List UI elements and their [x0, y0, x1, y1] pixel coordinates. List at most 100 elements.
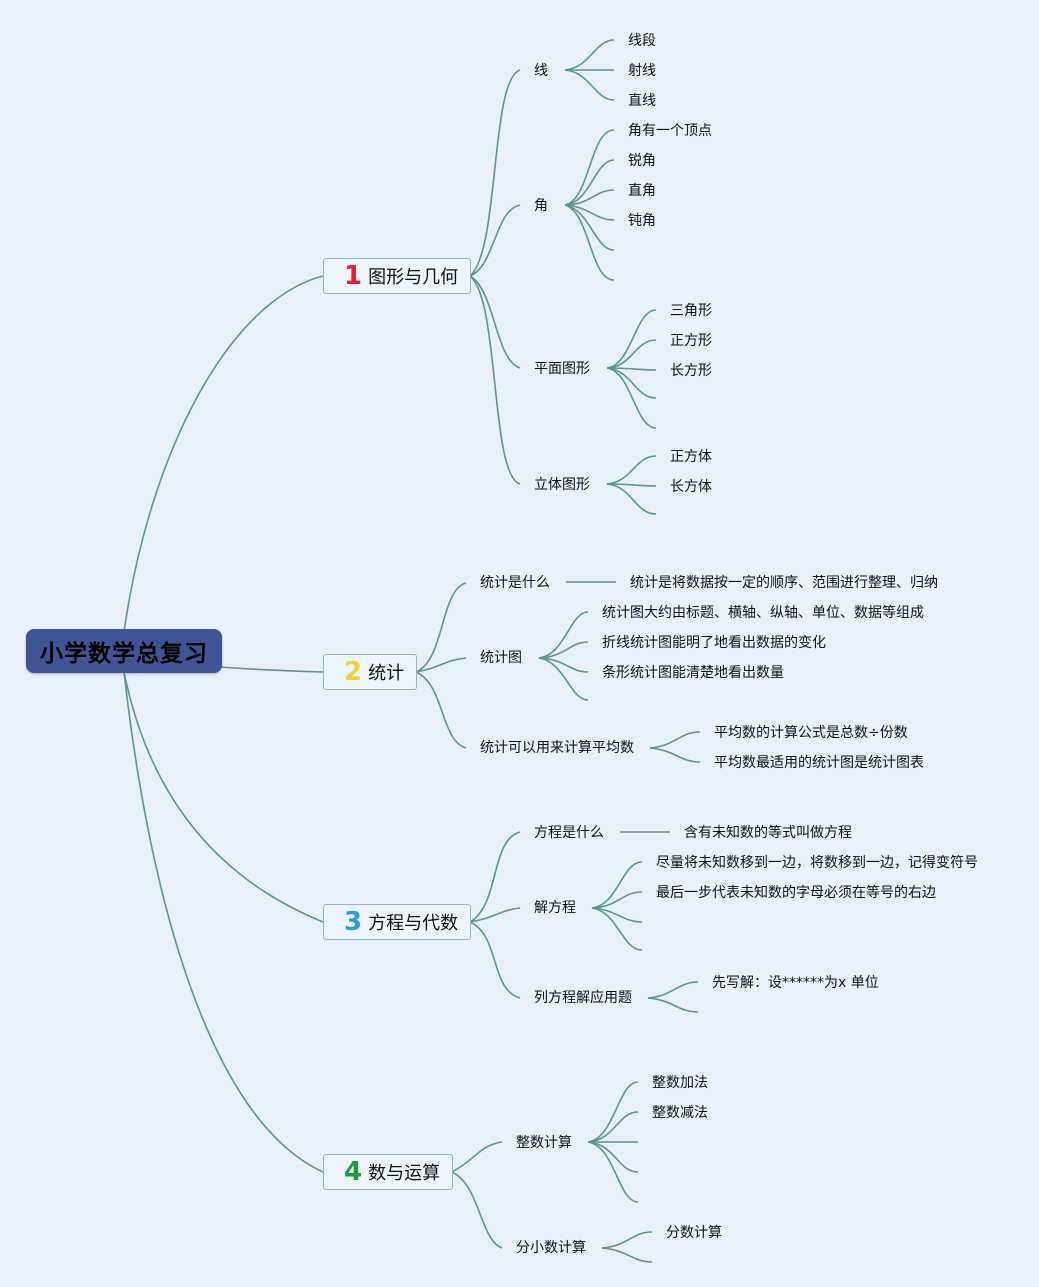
leaf-node[interactable]: 尽量将未知数移到一边，将数移到一边，记得变符号	[656, 855, 978, 871]
sub-node[interactable]: 整数计算	[516, 1135, 572, 1151]
sub-node[interactable]: 统计可以用来计算平均数	[480, 740, 634, 756]
link-b3-s1	[469, 831, 521, 923]
link-lt-1	[606, 455, 657, 485]
leaf-node[interactable]: 先写解：设******为x 单位	[712, 975, 879, 991]
leaf-node[interactable]: 钝角	[628, 213, 656, 229]
link-b4-s2	[451, 1171, 503, 1249]
link-b2-s2	[415, 657, 467, 673]
link-fx-1	[601, 1231, 653, 1249]
link-zs-5	[587, 1141, 639, 1203]
link-lt-2	[606, 483, 657, 487]
sub-node[interactable]: 立体图形	[534, 477, 590, 493]
leaf-node[interactable]: 正方形	[670, 333, 712, 349]
branch-number-badge: 1	[344, 261, 363, 291]
link-pm-5	[606, 367, 657, 429]
link-b2-s1	[415, 582, 467, 673]
link-pm-1	[606, 309, 657, 369]
link-jiao-2	[564, 159, 615, 206]
link-xian-1	[564, 39, 615, 71]
link-root-b3	[123, 671, 324, 923]
branch-node-equations[interactable]: 3 方程与代数	[323, 904, 471, 940]
link-jfc-4	[591, 907, 643, 951]
link-pj-2	[649, 747, 701, 763]
link-jiao-1	[564, 129, 615, 206]
link-pm-4	[606, 367, 657, 399]
leaf-node[interactable]: 长方体	[670, 479, 712, 495]
link-b4-s1	[451, 1141, 503, 1173]
link-root-b4	[123, 671, 324, 1173]
link-lfc-1	[647, 981, 699, 999]
sub-node[interactable]: 角	[534, 198, 548, 214]
link-tjt-1	[538, 611, 589, 659]
leaf-node[interactable]: 平均数的计算公式是总数÷份数	[714, 725, 908, 741]
sub-node[interactable]: 方程是什么	[534, 825, 604, 841]
leaf-node[interactable]: 长方形	[670, 363, 712, 379]
branch-number-badge: 2	[344, 657, 363, 687]
leaf-node[interactable]: 线段	[628, 33, 656, 49]
leaf-node[interactable]: 含有未知数的等式叫做方程	[684, 825, 852, 841]
link-b1-s2	[469, 204, 521, 277]
link-jfc-2	[591, 891, 643, 909]
link-fx-2	[601, 1247, 653, 1263]
branch-label: 统计	[368, 663, 405, 684]
root-node[interactable]: 小学数学总复习	[26, 629, 222, 673]
leaf-node[interactable]: 三角形	[670, 303, 712, 319]
link-pm-3	[606, 367, 657, 371]
branch-node-geometry[interactable]: 1 图形与几何	[323, 258, 471, 294]
branch-label: 图形与几何	[368, 267, 459, 288]
branch-node-statistics[interactable]: 2 统计	[323, 654, 417, 690]
link-zs-2	[587, 1111, 639, 1143]
branch-number-badge: 3	[344, 907, 363, 937]
leaf-node[interactable]: 锐角	[628, 153, 656, 169]
leaf-node[interactable]: 平均数最适用的统计图是统计图表	[714, 755, 924, 771]
link-tjt-4	[538, 657, 589, 701]
link-root-b2	[219, 666, 324, 673]
sub-node[interactable]: 统计是什么	[480, 575, 550, 591]
link-lt-3	[606, 483, 657, 515]
leaf-node[interactable]: 正方体	[670, 449, 712, 465]
leaf-node[interactable]: 条形统计图能清楚地看出数量	[602, 665, 784, 681]
sub-node[interactable]: 线	[534, 63, 548, 79]
sub-node[interactable]: 统计图	[480, 650, 522, 666]
link-root-b1	[123, 275, 324, 633]
link-tjt-2	[538, 641, 589, 659]
leaf-node[interactable]: 折线统计图能明了地看出数据的变化	[602, 635, 826, 651]
branch-node-numbers[interactable]: 4 数与运算	[323, 1154, 453, 1190]
leaf-node[interactable]: 统计是将数据按一定的顺序、范围进行整理、归纳	[630, 575, 938, 591]
link-zs-1	[587, 1081, 639, 1143]
leaf-node[interactable]: 分数计算	[666, 1225, 722, 1241]
link-jiao-6	[564, 204, 615, 281]
link-b1-s3	[469, 275, 521, 369]
link-pj-1	[649, 731, 701, 749]
link-jiao-4	[564, 204, 615, 221]
link-jfc-1	[591, 861, 643, 909]
connector-lines	[123, 39, 701, 1263]
leaf-node[interactable]: 角有一个顶点	[628, 123, 712, 139]
link-pm-2	[606, 339, 657, 369]
sub-node[interactable]: 列方程解应用题	[534, 990, 632, 1006]
leaf-node[interactable]: 射线	[628, 63, 656, 79]
branch-number-badge: 4	[344, 1157, 363, 1187]
link-b3-s3	[469, 921, 521, 999]
link-jiao-3	[564, 189, 615, 206]
leaf-node[interactable]: 最后一步代表未知数的字母必须在等号的右边	[656, 885, 936, 901]
link-tjt-3	[538, 657, 589, 673]
root-label: 小学数学总复习	[40, 641, 208, 667]
link-b1-s4	[469, 275, 521, 485]
link-b1-s1	[469, 69, 521, 277]
leaf-node[interactable]: 整数减法	[652, 1105, 708, 1121]
sub-node[interactable]: 平面图形	[534, 361, 590, 377]
leaf-node[interactable]: 整数加法	[652, 1075, 708, 1091]
sub-node[interactable]: 分小数计算	[516, 1240, 586, 1256]
leaf-node[interactable]: 直线	[628, 93, 656, 109]
link-xian-3	[564, 69, 615, 101]
branch-label: 方程与代数	[368, 913, 459, 934]
leaf-node[interactable]: 直角	[628, 183, 656, 199]
sub-node[interactable]: 解方程	[534, 900, 576, 916]
link-jiao-5	[564, 204, 615, 251]
link-lfc-2	[647, 997, 699, 1013]
leaf-node[interactable]: 统计图大约由标题、横轴、纵轴、单位、数据等组成	[602, 605, 924, 621]
branch-label: 数与运算	[368, 1163, 441, 1184]
link-b2-s3	[415, 671, 467, 749]
